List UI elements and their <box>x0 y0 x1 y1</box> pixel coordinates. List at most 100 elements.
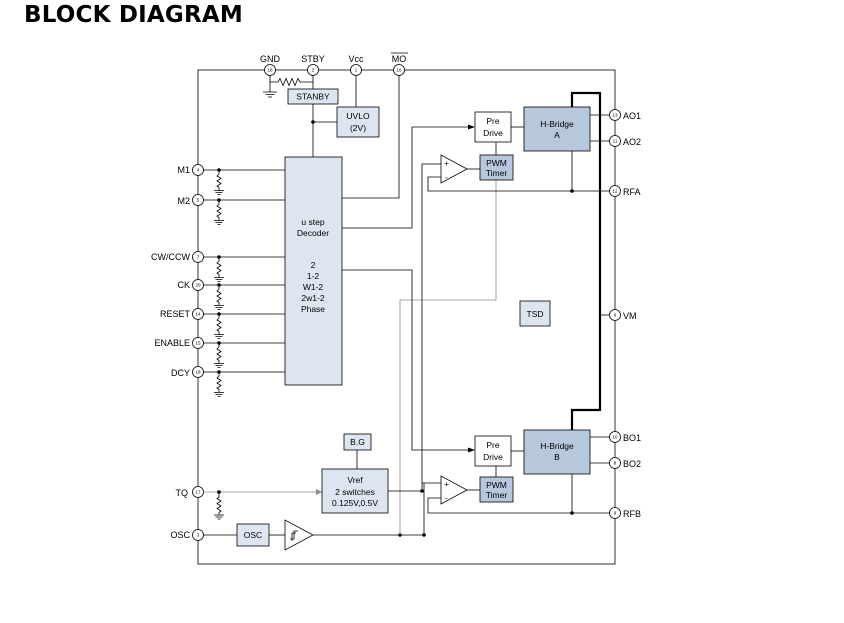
pin-enable: ENABLE 15 <box>154 337 204 349</box>
rfb-junction <box>570 511 574 515</box>
pin-ao2-label: AO2 <box>623 137 641 147</box>
comparator-b-plus: + <box>444 479 449 489</box>
hbridge-b-block: H-Bridge B <box>523 429 591 475</box>
input-lines <box>203 168 285 397</box>
uvlo-block: UVLO (2V) <box>336 106 380 138</box>
pin-rfb-label: RFB <box>623 509 641 519</box>
pin-ao2: 11 AO2 <box>609 135 641 147</box>
decoder-label-2: Decoder <box>297 228 329 238</box>
pin-rfa-number: 12 <box>612 189 618 194</box>
comparator-a-plus: + <box>444 158 449 168</box>
pin-mo-label: MO <box>392 54 407 64</box>
phase-label-5: Phase <box>301 304 325 314</box>
pin-bo2-label: BO2 <box>623 459 641 469</box>
stanby-label: STANBY <box>296 92 330 102</box>
predrive-a-block: Pre Drive <box>474 111 512 143</box>
pin-bo1: 10 BO1 <box>609 431 641 443</box>
pin-ao1-label: AO1 <box>623 111 641 121</box>
pwm-b-label-2: Timer <box>486 490 508 500</box>
pin-m1: M1 4 <box>177 164 204 176</box>
stanby-block: STANBY <box>287 88 339 105</box>
vref-to-comp-a <box>421 163 441 491</box>
pin-tq: TQ 17 <box>176 486 204 498</box>
pin-mo-number: 16 <box>396 68 402 73</box>
pin-bo1-label: BO1 <box>623 433 641 443</box>
pin-vm-number: 6 <box>614 313 617 318</box>
predrive-b-block: Pre Drive <box>474 435 512 467</box>
pin-ao1: 13 AO1 <box>609 109 641 121</box>
pin-vm-label: VM <box>623 311 637 321</box>
hbridge-b-label-1: H-Bridge <box>540 441 574 451</box>
decoder-block: u step Decoder 2 1-2 W1-2 2w1-2 Phase <box>284 156 343 386</box>
comparator-b-minus: - <box>445 493 448 503</box>
cwccw-pulldown-resistor <box>214 257 224 282</box>
pin-m1-number: 4 <box>197 168 200 173</box>
pin-stby: STBY 2 <box>301 54 325 76</box>
pin-vcc-number: 1 <box>355 68 358 73</box>
pin-ao1-number: 13 <box>612 113 618 118</box>
predrive-b-label-1: Pre <box>486 440 500 450</box>
phase-label-1: 2 <box>311 260 316 270</box>
pin-rfb: 9 RFB <box>609 507 641 519</box>
pin-vm: 6 VM <box>609 309 637 321</box>
diagram-title: BLOCK DIAGRAM <box>24 2 243 28</box>
pin-gnd-number: 18 <box>267 68 273 73</box>
hbridge-a-label-2: A <box>554 130 560 140</box>
pwm-a-label-2: Timer <box>486 168 508 178</box>
hbridge-b-outputs <box>590 436 610 464</box>
stby-resistor <box>270 77 313 87</box>
mo-wire <box>342 75 400 199</box>
osc-block: OSC <box>236 523 270 547</box>
pin-m2: M2 5 <box>177 194 204 206</box>
tq-arrow <box>316 489 322 495</box>
pin-dcy-number: 18 <box>195 370 201 375</box>
pin-enable-number: 15 <box>195 341 201 346</box>
pin-m2-label: M2 <box>177 196 190 206</box>
gnd-ground-symbol <box>263 75 277 98</box>
vm-bus <box>570 91 602 430</box>
clock-to-pwm-a <box>399 180 497 535</box>
bg-block: B.G <box>343 433 372 451</box>
pin-vcc-label: Vcc <box>348 54 364 64</box>
predrive-a-label-2: Drive <box>483 128 503 138</box>
pin-cwccw-number: 7 <box>197 255 200 260</box>
pin-bo2-number: 8 <box>614 461 617 466</box>
pin-m2-number: 5 <box>197 198 200 203</box>
pin-osc-number: 3 <box>197 533 200 538</box>
pin-ck: CK 20 <box>177 279 204 291</box>
pin-rfa: 12 RFA <box>609 185 641 197</box>
pin-ck-label: CK <box>177 280 190 290</box>
dcy-pulldown-resistor <box>214 372 224 397</box>
comparator-a: + - <box>440 154 468 184</box>
comparator-a-minus: - <box>445 172 448 182</box>
pin-gnd-label: GND <box>260 54 281 64</box>
vref-label-3: 0.125V,0.5V <box>332 498 378 508</box>
pin-reset-label: RESET <box>160 309 191 319</box>
decoder-to-predrive-a <box>342 126 474 229</box>
pin-reset-number: 14 <box>195 312 201 317</box>
pin-rfb-number: 9 <box>614 511 617 516</box>
pin-tq-number: 17 <box>195 490 201 495</box>
pwm-b-label-1: PWM <box>486 480 507 490</box>
uvlo-value: (2V) <box>350 123 366 133</box>
vref-label-1: Vref <box>347 475 363 485</box>
pin-dcy-label: DCY <box>171 368 190 378</box>
hbridge-a-block: H-Bridge A <box>523 106 591 152</box>
schmitt-buffer <box>284 519 314 551</box>
rfb-feedback <box>427 497 610 514</box>
rfa-junction <box>570 189 574 193</box>
pin-bo2: 8 BO2 <box>609 457 641 469</box>
rfa-feedback <box>427 176 610 192</box>
pwm-a-label-1: PWM <box>486 158 507 168</box>
phase-label-2: 1-2 <box>307 271 320 281</box>
phase-label-4: 2w1-2 <box>301 293 324 303</box>
pin-m1-label: M1 <box>177 165 190 175</box>
decoder-to-predrive-b <box>342 269 474 451</box>
pin-osc: OSC 3 <box>170 529 204 541</box>
tq-resistor <box>214 492 224 520</box>
hbridge-b-label-2: B <box>554 452 560 462</box>
pin-bo1-number: 10 <box>612 435 618 440</box>
pwm-a-block: PWM Timer <box>479 154 514 181</box>
pin-gnd: GND 18 <box>260 54 281 76</box>
